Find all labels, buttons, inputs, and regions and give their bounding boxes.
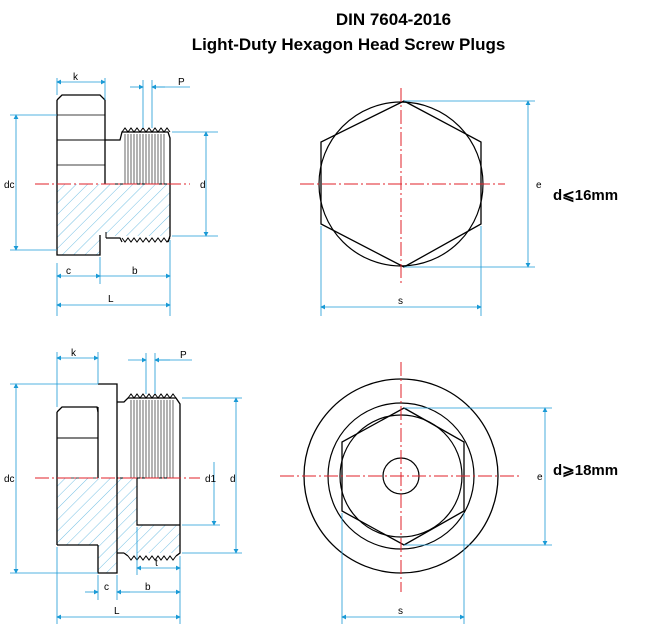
dim-label-dc: dc xyxy=(4,180,15,191)
dim-label-e: e xyxy=(536,180,542,191)
condition-large: d⩾18mm xyxy=(553,462,618,479)
dim-label-d: d xyxy=(200,180,206,191)
dim-label-b: b xyxy=(132,266,138,277)
dim-label-b: b xyxy=(145,582,151,593)
dim-label-s: s xyxy=(398,606,403,617)
bottom-end-view: e s xyxy=(280,362,552,624)
dim-label-c: c xyxy=(104,582,109,593)
top-end-view: e s xyxy=(300,88,542,316)
dim-label-t: t xyxy=(155,558,158,569)
bottom-section-hatch xyxy=(57,478,180,573)
dim-label-s: s xyxy=(398,296,403,307)
dim-label-c: c xyxy=(66,266,71,277)
dim-label-k: k xyxy=(71,348,77,359)
dim-label-p: P xyxy=(180,350,187,361)
top-section-hatch xyxy=(57,184,170,255)
bottom-side-view: k P dc d1 d c t b L xyxy=(4,348,242,624)
dim-label-d: d xyxy=(230,474,236,485)
dim-label-L: L xyxy=(108,294,114,305)
page-subtitle: Light-Duty Hexagon Head Screw Plugs xyxy=(191,35,506,54)
top-side-view: k P dc d c b L xyxy=(4,72,218,316)
dim-label-k: k xyxy=(73,72,79,83)
dim-label-L: L xyxy=(114,606,120,617)
condition-small: d⩽16mm xyxy=(553,187,618,204)
dim-label-d1: d1 xyxy=(205,474,217,485)
dim-label-p: P xyxy=(178,77,185,88)
dim-label-e: e xyxy=(537,472,543,483)
dim-label-dc: dc xyxy=(4,474,15,485)
page-title: DIN 7604-2016 xyxy=(335,10,452,29)
